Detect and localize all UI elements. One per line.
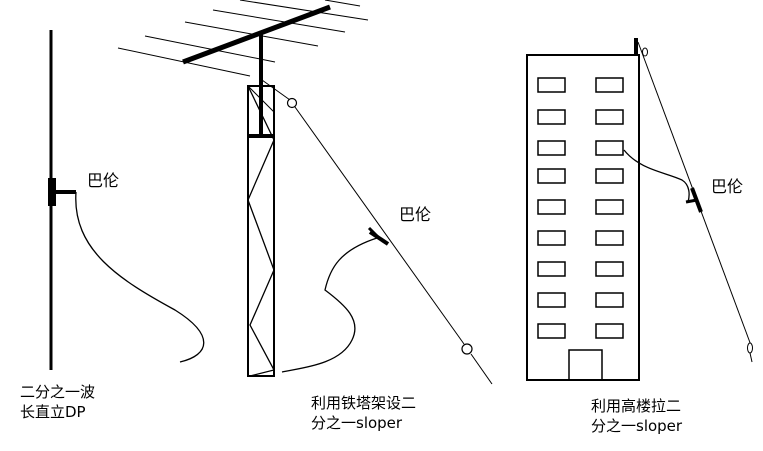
window [537, 109, 566, 125]
vertical-dipole [48, 30, 205, 370]
window [537, 168, 566, 184]
building-sloper-tail [749, 352, 753, 363]
yagi-element-1 [117, 47, 251, 77]
window [595, 199, 624, 215]
window [595, 323, 624, 339]
dipole-balun-label: 巴伦 [87, 171, 120, 190]
tower-body [247, 85, 275, 377]
window [595, 261, 624, 277]
window [537, 140, 566, 156]
building-feedline [623, 149, 690, 203]
window [537, 323, 566, 339]
window [537, 230, 566, 246]
window [595, 230, 624, 246]
tower-balun-stub [367, 226, 381, 240]
window [595, 77, 624, 93]
building-top-insulator [642, 47, 648, 57]
yagi-element-6 [324, 0, 361, 7]
window [595, 140, 624, 156]
building-caption-line1: 利用高楼拉二 [591, 397, 682, 415]
tower-feedline [281, 237, 378, 373]
building-door [568, 349, 603, 381]
building-sloper [526, 38, 753, 381]
tower-sloper-wire-top [261, 79, 291, 101]
window [537, 199, 566, 215]
yagi-element-2 [144, 35, 276, 63]
building-windows [537, 77, 624, 339]
yagi-element-4 [212, 9, 346, 33]
tower-lattice [247, 85, 275, 377]
building-caption-line2: 分之一sloper [591, 417, 683, 435]
window [595, 292, 624, 308]
dipole-caption-line1: 二分之一波 [20, 383, 96, 401]
yagi-element-3 [184, 21, 319, 47]
tower-strut [247, 85, 275, 113]
building-balun-label: 巴伦 [711, 177, 744, 196]
tower-caption-line2: 分之一sloper [311, 414, 403, 432]
window [595, 168, 624, 184]
tower-caption-line1: 利用铁塔架设二 [311, 394, 417, 412]
yagi-element-5 [239, 0, 369, 21]
building-body [526, 54, 640, 381]
window [537, 292, 566, 308]
tower-bottom-insulator [461, 343, 473, 355]
tower-sloper-tail [470, 353, 493, 385]
dipole-feedline [75, 191, 205, 363]
window [595, 109, 624, 125]
dipole-caption-line2: 长直立DP [20, 403, 86, 421]
building-bottom-insulator [747, 342, 753, 354]
tower-balun-label: 巴伦 [399, 205, 432, 224]
window [537, 77, 566, 93]
tower-top-insulator [286, 97, 298, 109]
tower-sloper [117, 0, 493, 385]
window [537, 261, 566, 277]
tower-sloper-wire [294, 106, 465, 345]
